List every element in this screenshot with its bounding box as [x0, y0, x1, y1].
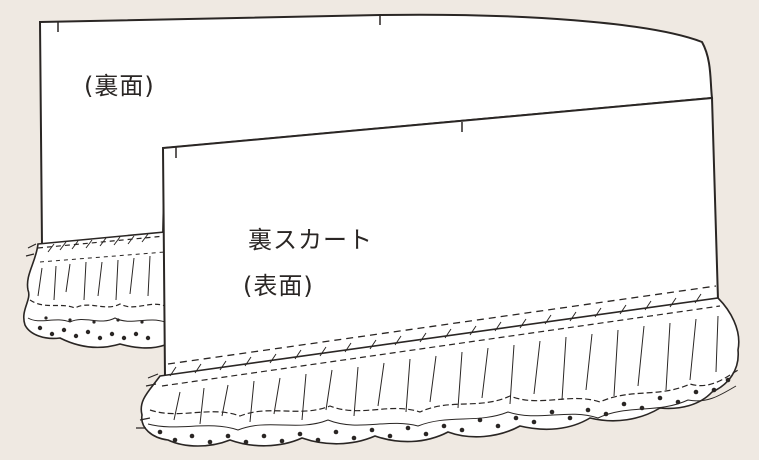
back-panel [38, 13, 714, 248]
hem-stitch-line [167, 285, 717, 365]
front-side-label: (表面) [243, 272, 314, 300]
front-ruffle [136, 293, 740, 447]
back-side-label: (裏面) [84, 72, 155, 100]
lining-skirt-label: 裏スカート [248, 226, 373, 254]
back-ruffle [23, 231, 166, 349]
